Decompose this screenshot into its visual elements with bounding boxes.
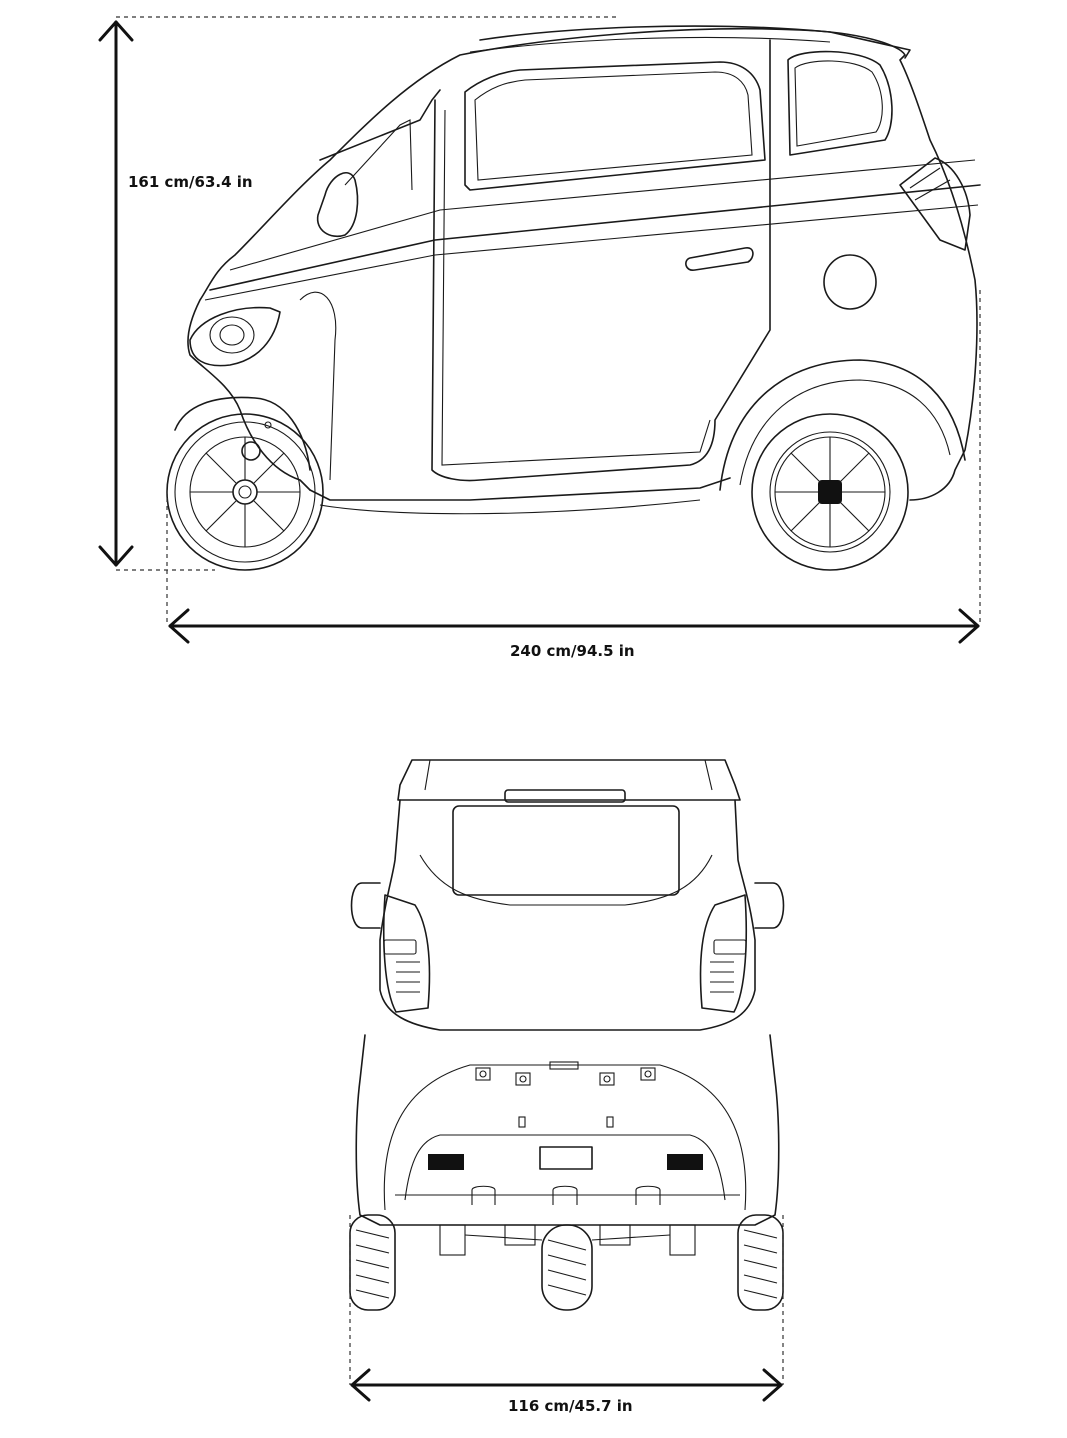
side-view-vehicle — [166, 25, 981, 571]
height-dimension-arrow — [98, 16, 620, 571]
length-label: 240 cm/94.5 in — [510, 642, 635, 660]
length-dimension-arrow — [166, 290, 981, 644]
width-label: 116 cm/45.7 in — [508, 1397, 633, 1415]
rear-view-vehicle — [349, 759, 785, 1311]
width-dimension-arrow — [349, 1215, 784, 1402]
height-label: 161 cm/63.4 in — [128, 173, 253, 191]
